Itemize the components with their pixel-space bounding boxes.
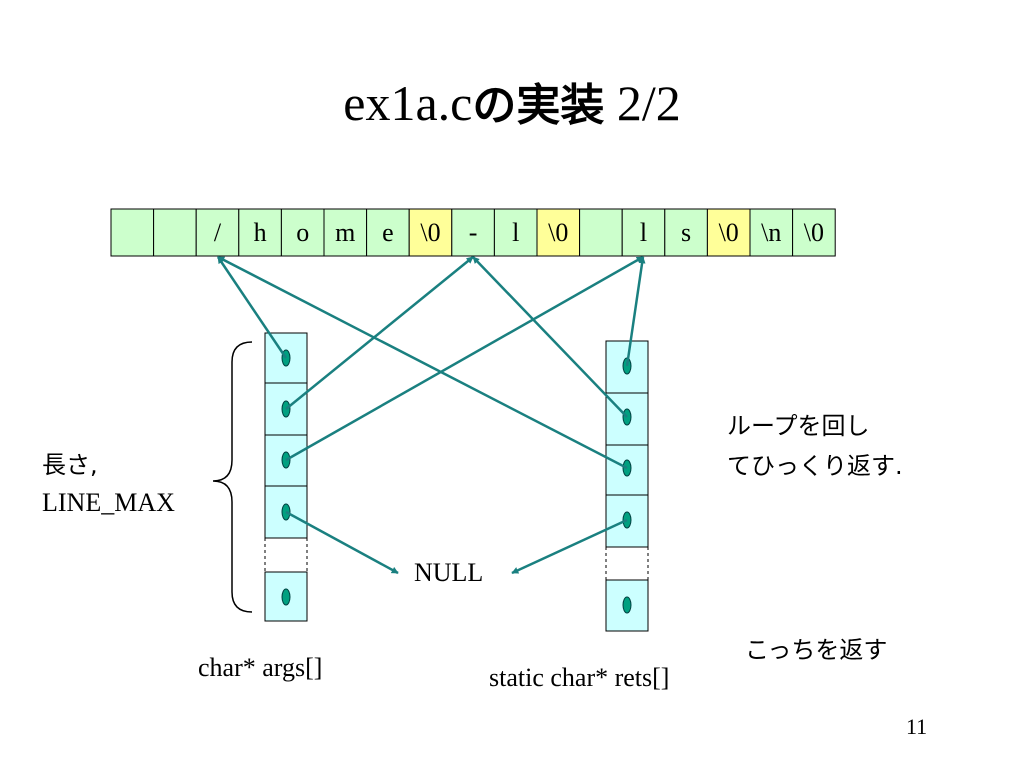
return-note: こっちを返す bbox=[745, 636, 888, 664]
arrow-args0-to-home bbox=[216, 256, 288, 359]
arrow-rets3-to-null bbox=[511, 518, 628, 575]
buffer-char: h bbox=[254, 218, 267, 247]
buffer-cell bbox=[153, 208, 197, 257]
buffer-cell bbox=[664, 208, 708, 257]
buffer-char: o bbox=[296, 218, 309, 247]
loop-note-line2: てひっくり返す. bbox=[727, 452, 903, 480]
buffer-char: \0 bbox=[719, 218, 739, 247]
pointer-arrows bbox=[216, 255, 646, 575]
buffer-cell bbox=[579, 208, 623, 257]
pointer-dot bbox=[281, 588, 291, 606]
buffer-char: e bbox=[382, 218, 394, 247]
buffer-cell bbox=[621, 208, 666, 257]
buffer-cell bbox=[195, 208, 240, 257]
args-array-label: char* args[] bbox=[198, 653, 323, 682]
length-label-jp: 長さ, bbox=[42, 451, 98, 479]
length-label-const: LINE_MAX bbox=[42, 488, 175, 517]
buffer-cell bbox=[792, 208, 836, 257]
buffer-cell bbox=[280, 208, 325, 257]
buffer-char: s bbox=[681, 218, 691, 247]
pointer-dot bbox=[622, 596, 632, 614]
buffer-char: \0 bbox=[548, 218, 568, 247]
buffer-cell bbox=[536, 208, 581, 257]
buffer-cell bbox=[238, 208, 282, 257]
arrow-rets2-to-home bbox=[217, 255, 628, 470]
null-label: NULL bbox=[414, 558, 484, 587]
buffer-cell bbox=[408, 208, 453, 257]
buffer-char: \n bbox=[761, 218, 781, 247]
buffer-cell bbox=[749, 208, 794, 257]
title-jp: の実装 bbox=[472, 80, 605, 131]
buffer-char: \0 bbox=[420, 218, 440, 247]
buffer-cell bbox=[451, 208, 495, 257]
page-number: 11 bbox=[906, 714, 928, 739]
arrow-rets1-to-dash bbox=[472, 256, 628, 418]
buffer-cell bbox=[366, 208, 410, 257]
buffer-char: \0 bbox=[804, 218, 824, 247]
slide-title: ex1a.cの実装 2/2 bbox=[0, 68, 1024, 141]
arrow-args3-to-null bbox=[285, 510, 399, 575]
loop-note-line1: ループを回し bbox=[727, 412, 870, 440]
rets-slot bbox=[605, 494, 649, 548]
arrow-args1-to-dash bbox=[285, 256, 474, 410]
title-prefix: ex1a.c bbox=[343, 75, 473, 131]
buffer-char: / bbox=[214, 218, 222, 247]
buffer-char: - bbox=[469, 218, 478, 247]
buffer-char: m bbox=[335, 218, 355, 247]
buffer-cell bbox=[493, 208, 538, 257]
rets-array-label: static char* rets[] bbox=[489, 663, 670, 692]
args-slot-last bbox=[264, 571, 308, 622]
buffer-char: l bbox=[512, 218, 519, 247]
length-brace bbox=[212, 341, 253, 613]
arrow-args2-to-ls bbox=[285, 255, 644, 462]
buffer-cell bbox=[110, 208, 155, 257]
title-suffix: 2/2 bbox=[604, 75, 681, 131]
args-array bbox=[264, 332, 308, 622]
rets-array bbox=[605, 340, 649, 632]
arrow-rets0-to-ls bbox=[625, 256, 646, 367]
buffer-char: l bbox=[640, 218, 647, 247]
